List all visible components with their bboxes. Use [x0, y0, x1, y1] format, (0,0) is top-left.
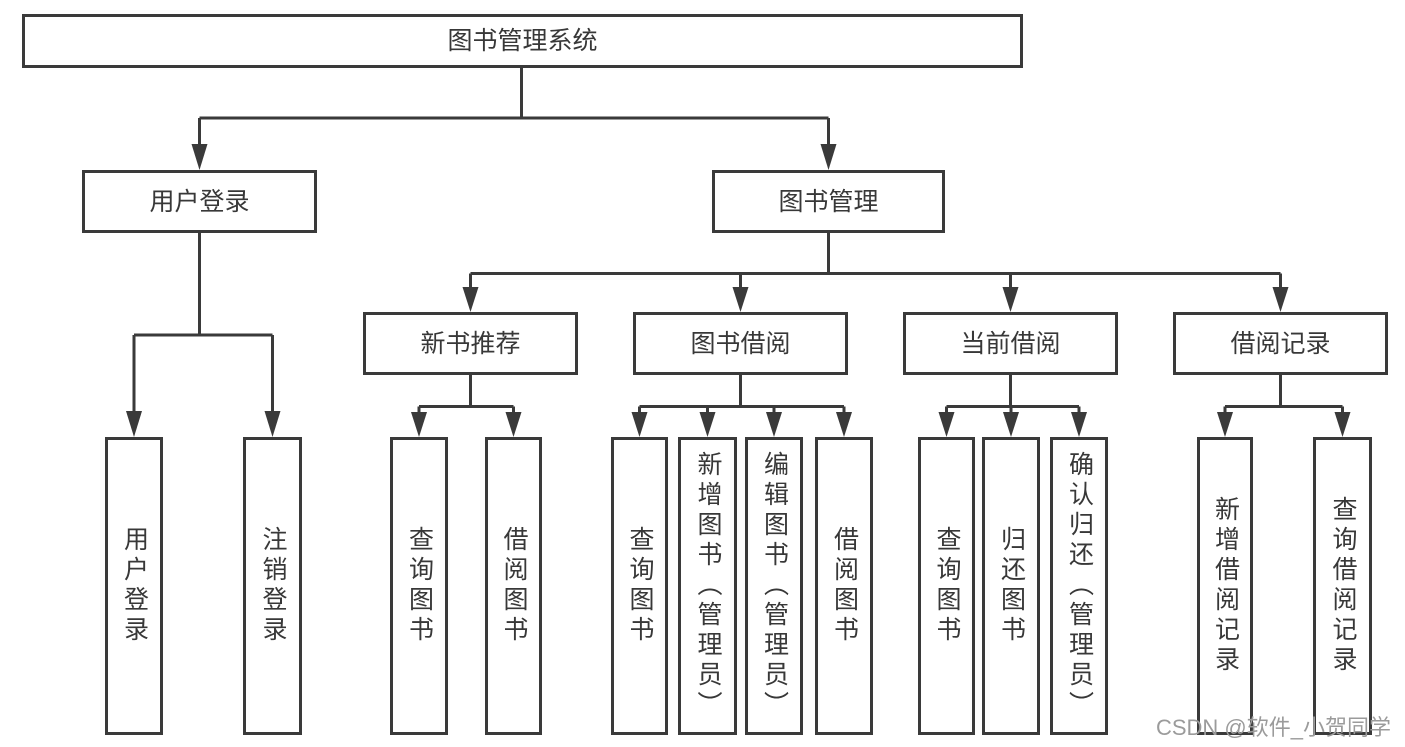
- leaf-bb-borrow-books-label: 借阅图书: [830, 526, 859, 646]
- leaf-br-add-record-label: 新增借阅记录: [1211, 496, 1240, 676]
- leaf-bb-add-books-admin: 新增图书（管理员）: [678, 437, 737, 735]
- leaf-br-query-record-label: 查询借阅记录: [1329, 496, 1357, 676]
- leaf-cb-return-books-label: 归还图书: [997, 526, 1026, 646]
- leaf-nb-query-books-label: 查询图书: [405, 526, 434, 646]
- leaf-nb-query-books: 查询图书: [390, 437, 448, 735]
- leaf-cb-confirm-return-admin-label: 确认归还（管理员）: [1065, 451, 1094, 721]
- node-borrow-records: 借阅记录: [1173, 312, 1388, 375]
- leaf-bb-add-books-admin-label: 新增图书（管理员）: [694, 451, 722, 721]
- leaf-nb-borrow-books: 借阅图书: [485, 437, 542, 735]
- leaf-br-add-record: 新增借阅记录: [1197, 437, 1253, 735]
- leaf-cb-return-books: 归还图书: [982, 437, 1040, 735]
- leaf-logout: 注销登录: [243, 437, 302, 735]
- watermark: CSDN @软件_小贺同学: [1155, 715, 1391, 740]
- leaf-br-query-record: 查询借阅记录: [1313, 437, 1372, 735]
- node-book-borrow: 图书借阅: [633, 312, 848, 375]
- node-new-book-recommend: 新书推荐: [363, 312, 578, 375]
- leaf-logout-label: 注销登录: [259, 526, 287, 646]
- leaf-bb-edit-books-admin: 编辑图书（管理员）: [745, 437, 803, 735]
- node-root-library-system: 图书管理系统: [22, 14, 1023, 68]
- leaf-bb-borrow-books: 借阅图书: [815, 437, 873, 735]
- node-current-borrow: 当前借阅: [903, 312, 1118, 375]
- leaf-bb-query-books-label: 查询图书: [626, 526, 654, 646]
- leaf-bb-query-books: 查询图书: [611, 437, 668, 735]
- leaf-cb-query-books: 查询图书: [918, 437, 975, 735]
- leaf-nb-borrow-books-label: 借阅图书: [500, 526, 528, 646]
- leaf-bb-edit-books-admin-label: 编辑图书（管理员）: [760, 451, 789, 721]
- leaf-user-login-label: 用户登录: [120, 526, 149, 646]
- leaf-cb-query-books-label: 查询图书: [933, 526, 961, 646]
- node-book-management: 图书管理: [712, 170, 945, 233]
- leaf-user-login: 用户登录: [105, 437, 163, 735]
- leaf-cb-confirm-return-admin: 确认归还（管理员）: [1050, 437, 1108, 735]
- node-user-login: 用户登录: [82, 170, 317, 233]
